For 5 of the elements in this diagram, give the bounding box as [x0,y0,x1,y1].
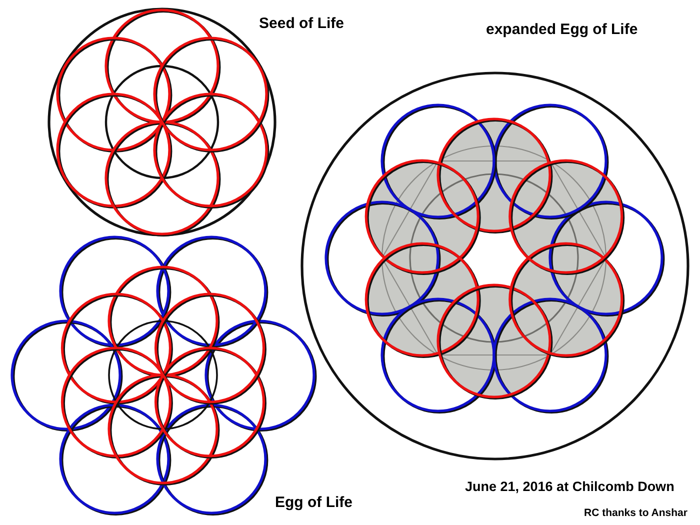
figure-label: Seed of Life [259,15,344,32]
figure-label: Egg of Life [275,494,352,512]
credit-note: RC thanks to Anshar [584,507,688,520]
date-location-note: June 21, 2016 at Chilcomb Down [465,479,674,495]
figure-label: expanded Egg of Life [486,21,638,38]
